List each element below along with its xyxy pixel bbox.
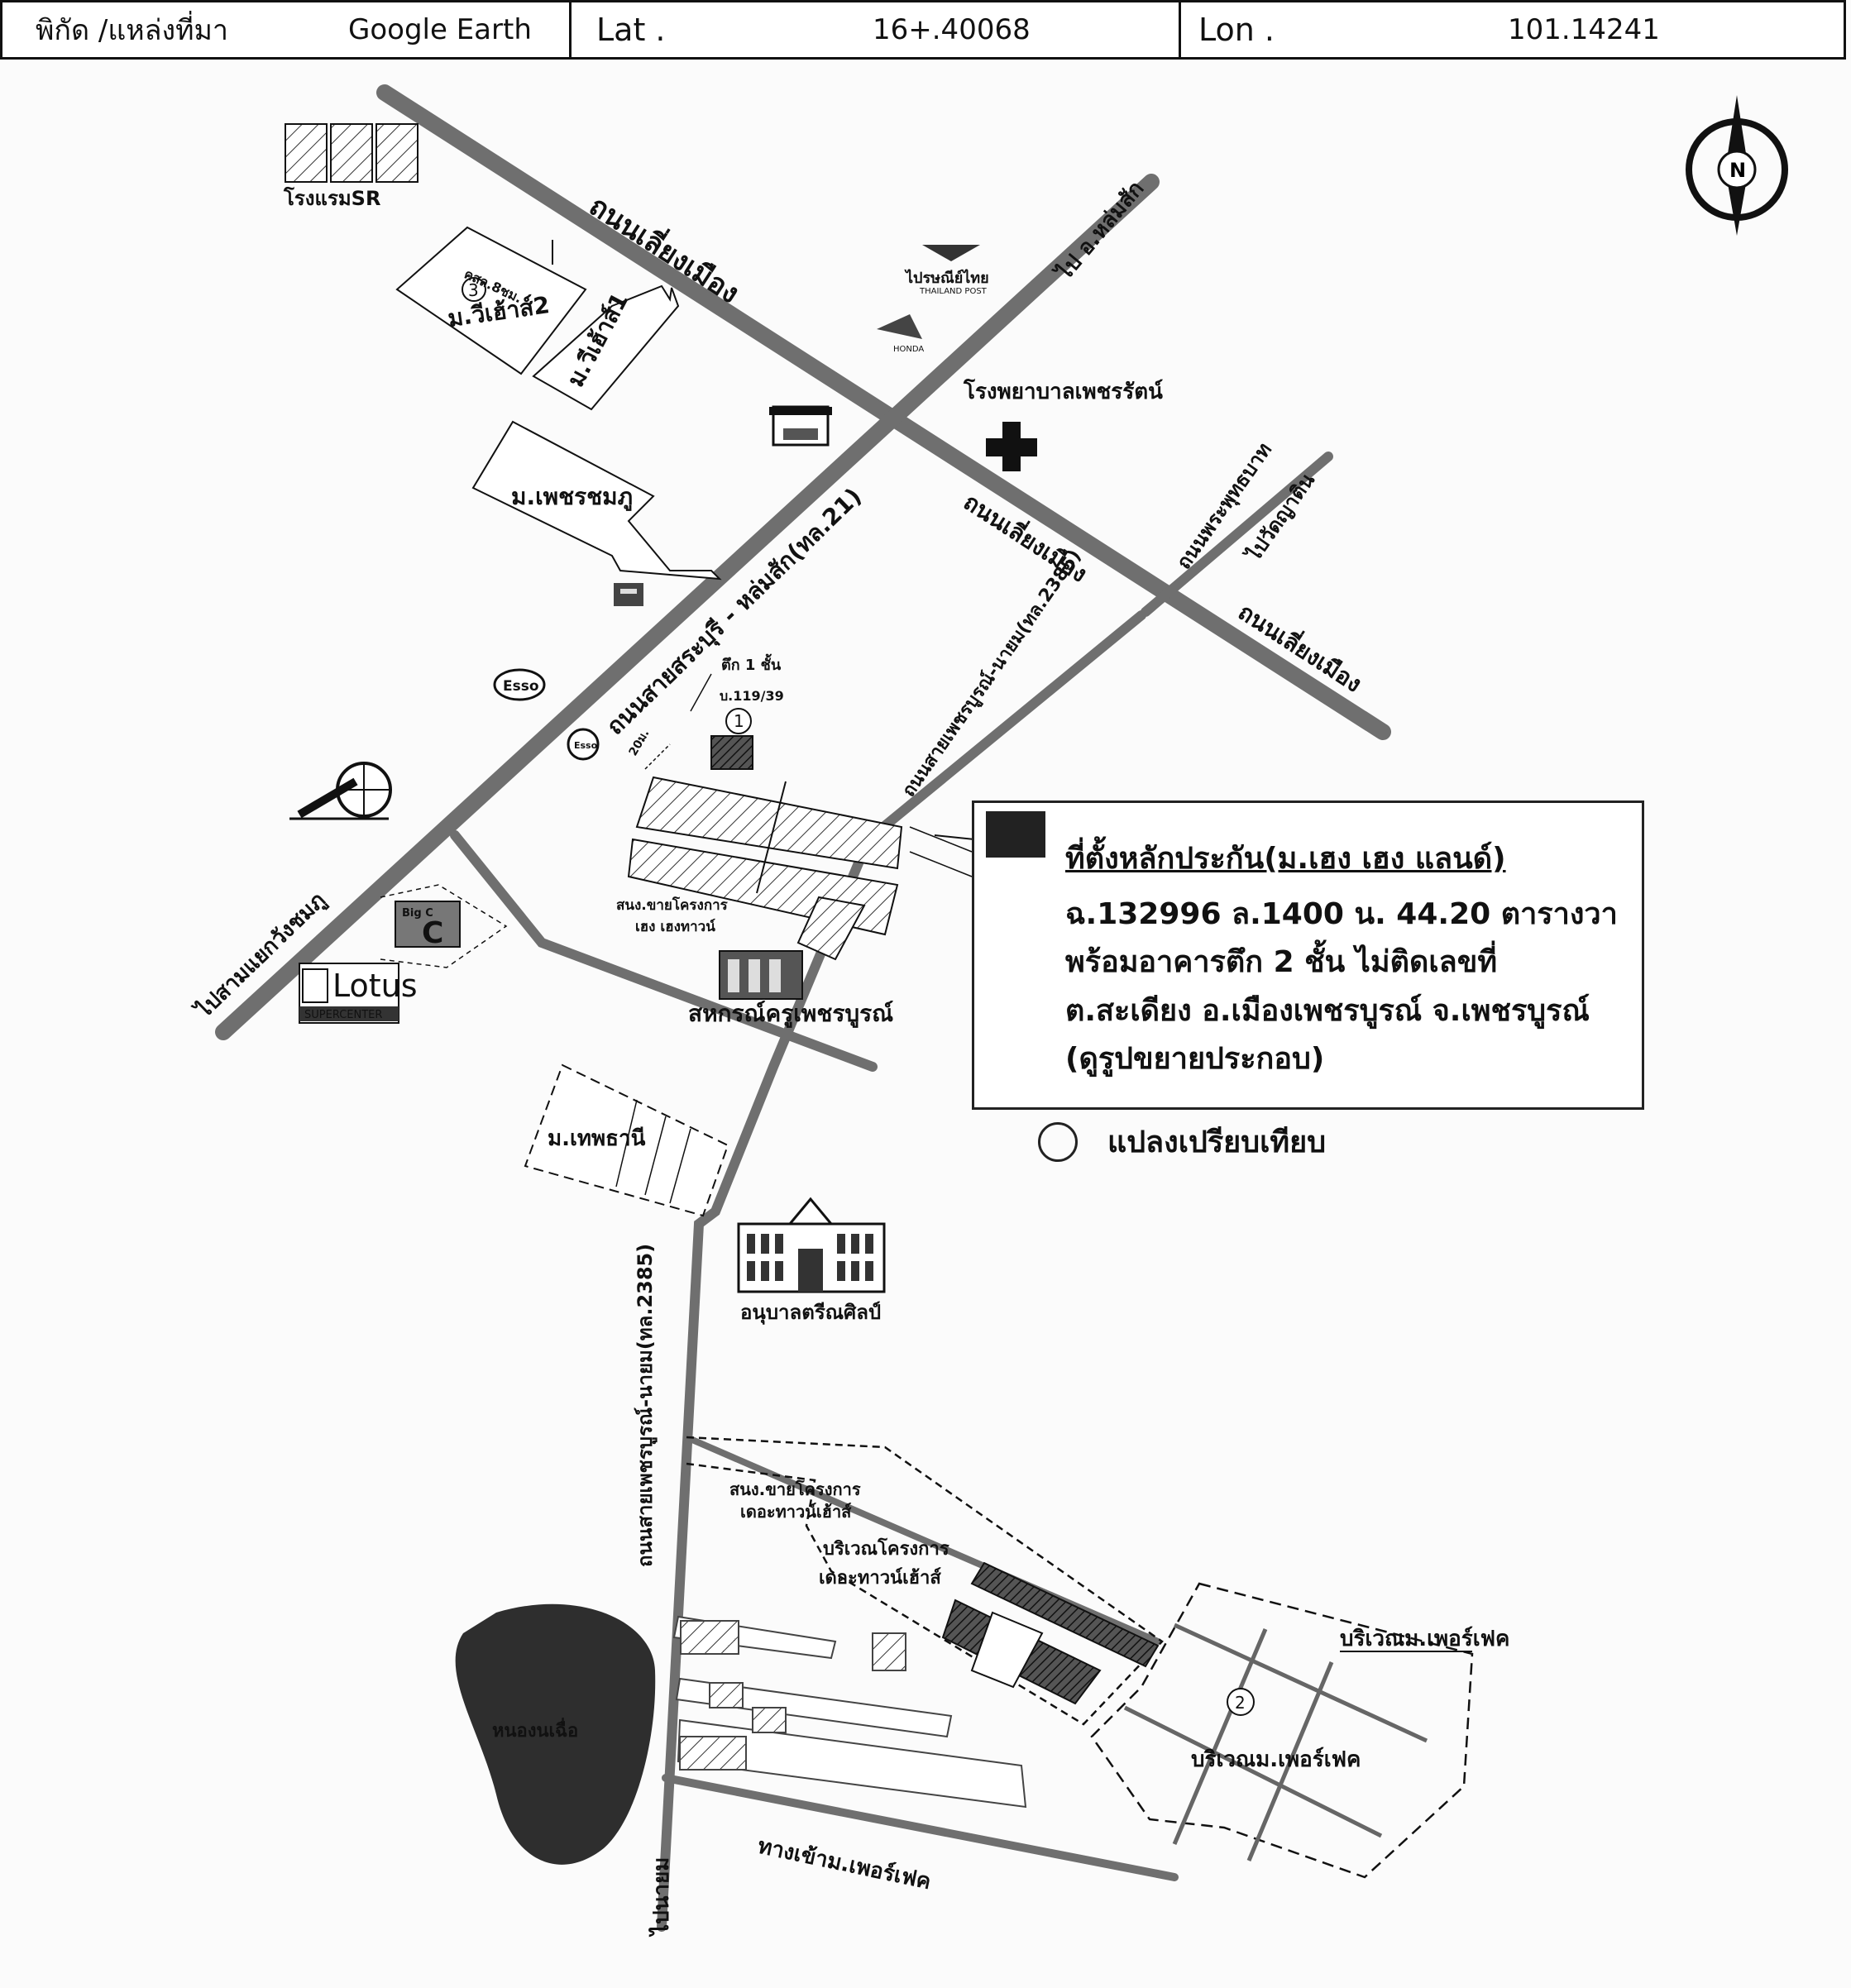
road-saraburi-lomsak <box>215 174 1160 1040</box>
townhouse-label: เดอะทาวน์เฮ้าส์ <box>740 1502 852 1522</box>
village-vihouse1 <box>532 284 680 411</box>
marker-3-label: 3 <box>468 280 479 300</box>
project-area-label: บริเวณโครงการ <box>823 1537 949 1560</box>
compass-icon: N <box>1686 95 1788 236</box>
road-phra-phutthabat <box>1141 452 1333 617</box>
comparison-legend: แปลงเปรียบเทียบ <box>1038 1118 1326 1165</box>
thepthani-lots <box>615 1099 691 1204</box>
to-nayom-label: ไปนายม <box>648 1857 674 1938</box>
legend-line-2: พร้อมอาคารตึก 2 ชั้น ไม่ติดเลขที่ <box>1065 945 1498 979</box>
svg-text:HONDA: HONDA <box>893 345 924 354</box>
townhouse-project-boundary <box>686 1436 1164 1726</box>
phet-chomphu-label: ม.เพชรชมภู <box>511 483 633 511</box>
lon-value: 101.14241 <box>1508 13 1660 46</box>
village-phet-chomphu <box>471 420 722 581</box>
header-divider <box>569 2 572 57</box>
compass-north-label: N <box>1729 159 1746 182</box>
hotel-label: โรงแรมSR <box>283 186 380 210</box>
svg-text:Big C: Big C <box>402 907 433 920</box>
heng-heng-parcels <box>627 776 973 961</box>
heng-sales-office-label: สนง.ขายโครงการ <box>616 896 729 914</box>
svg-text:20ม.: 20ม. <box>627 728 653 758</box>
legend-line-3: ต.สะเดียง อ.เมืองเพชรบูรณ์ จ.เพชรบูรณ์ <box>1065 994 1590 1028</box>
road-phet-nayom <box>657 610 1146 1932</box>
svg-text:Lotus: Lotus <box>332 968 418 1004</box>
project-area-name-label: เดอะทาวน์เฮ้าส์ <box>819 1567 941 1589</box>
pond-label: หนองนเฉื่อ <box>492 1717 578 1742</box>
kindergarten-building-icon <box>737 1197 886 1293</box>
collateral-site: 1 ตึก 1 ชั้น บ.119/39 20ม. 100ม. <box>627 653 784 813</box>
svg-text:SUPERCENTER: SUPERCENTER <box>304 1009 382 1021</box>
small-lots <box>672 1615 1027 1809</box>
hotel-sr-icon <box>285 123 419 183</box>
honda-icon: HONDA <box>877 314 924 354</box>
svg-text:Esso: Esso <box>574 740 598 751</box>
hospital-label: โรงพยาบาลเพชรรัตน์ <box>963 378 1163 404</box>
legend-line-1: ฉ.132996 ล.1400 น. 44.20 ตารางวา <box>1065 897 1618 931</box>
legend-line-4: (ดูรูปขยายประกอบ) <box>1065 1042 1325 1076</box>
big-c-icon: Big C C <box>395 901 461 950</box>
road-perfect-entry <box>662 1774 1179 1881</box>
svg-text:ไปรษณีย์ไทย: ไปรษณีย์ไทย <box>904 269 989 287</box>
source-label: พิกัด /แหล่งที่มา <box>36 14 229 47</box>
comparison-circle-icon <box>1038 1121 1078 1162</box>
to-perfect-label: ทางเข้าม.เพอร์เฟค <box>756 1833 934 1895</box>
thailand-post-icon: ไปรษณีย์ไทย THAILAND POST <box>904 245 989 296</box>
location-map: โรงแรมSR 3 คสล.8ชม. ม.วีเฮ้าส์2 ม.วีเฮ้า… <box>189 84 1509 1938</box>
kindergarten-label: อนุบาลตรีณศิลป์ <box>740 1301 881 1326</box>
svg-text:ตึก 1 ชั้น: ตึก 1 ชั้น <box>721 653 782 674</box>
svg-text:C: C <box>422 916 443 950</box>
esso-icon: Esso <box>567 728 600 761</box>
source-value: Google Earth <box>348 13 532 46</box>
svg-text:THAILAND POST: THAILAND POST <box>919 287 988 296</box>
monument-cannon-icon <box>289 762 392 820</box>
road-liang-muang <box>376 84 1391 740</box>
svg-text:Esso: Esso <box>503 678 539 695</box>
legend-title: ที่ตั้งหลักประกัน(ม.เฮง เฮง แลนด์) <box>1065 842 1506 876</box>
roads <box>215 84 1391 1932</box>
to-lom-sak-label: ไป อ.หล่มสัก <box>1050 175 1149 287</box>
station-icon <box>614 583 643 606</box>
header-divider <box>1179 2 1181 57</box>
perfect-area-roads <box>1123 1622 1428 1861</box>
perfect-area-label-outer: บริเวณม.เพอร์เฟค <box>1340 1626 1509 1651</box>
marker-2-label: 2 <box>1235 1693 1246 1713</box>
townhouse-parcels <box>941 1561 1160 1705</box>
lotus-icon: Lotus SUPERCENTER <box>299 963 418 1024</box>
heng-townhouse-label: เฮง เฮงทาวน์ <box>635 918 715 935</box>
cooperative-label: สหกรณ์ครูเพชรบูรณ์ <box>688 1000 893 1028</box>
lon-label: Lon . <box>1198 12 1275 48</box>
hospital-cross-icon <box>986 422 1037 471</box>
road-phet-nayom-label-2: ถนนสายเพชรบูรณ์-นายม(ทล.2385) <box>634 1244 658 1567</box>
lat-label: Lat . <box>596 12 666 48</box>
svg-text:1: 1 <box>734 711 744 731</box>
pond <box>455 1603 656 1865</box>
cooperative-building-icon <box>719 950 803 1000</box>
marker-3 <box>462 277 486 302</box>
esso-icon: Esso <box>493 668 546 701</box>
collateral-swatch <box>986 811 1045 858</box>
shop-icon <box>769 405 832 447</box>
village-vihouse2 <box>395 226 587 375</box>
townhouse-sales-office-label: สนง.ขายโครงการ <box>729 1479 861 1499</box>
comparison-note: แปลงเปรียบเทียบ <box>1107 1125 1327 1159</box>
thepthani-label: ม.เทพธานี <box>548 1126 646 1151</box>
road-local-west <box>450 830 878 1072</box>
lat-value: 16+.40068 <box>873 13 1031 46</box>
perfect-area-label-inner: บริเวณม.เพอร์เฟค <box>1191 1747 1361 1772</box>
perfect-area-boundary <box>1090 1582 1474 1879</box>
coordinate-header: พิกัด /แหล่งที่มา Google Earth Lat . 16+… <box>0 0 1846 60</box>
road-phet-nayom-label-1: ถนนสายเพชรบูรณ์-นายม(ทล.2385) <box>898 546 1087 801</box>
legend-box: ที่ตั้งหลักประกัน(ม.เฮง เฮง แลนด์) ฉ.132… <box>972 800 1644 1110</box>
marker-2 <box>1227 1688 1255 1716</box>
marker-1 <box>725 708 752 734</box>
svg-text:บ.119/39: บ.119/39 <box>720 688 784 704</box>
